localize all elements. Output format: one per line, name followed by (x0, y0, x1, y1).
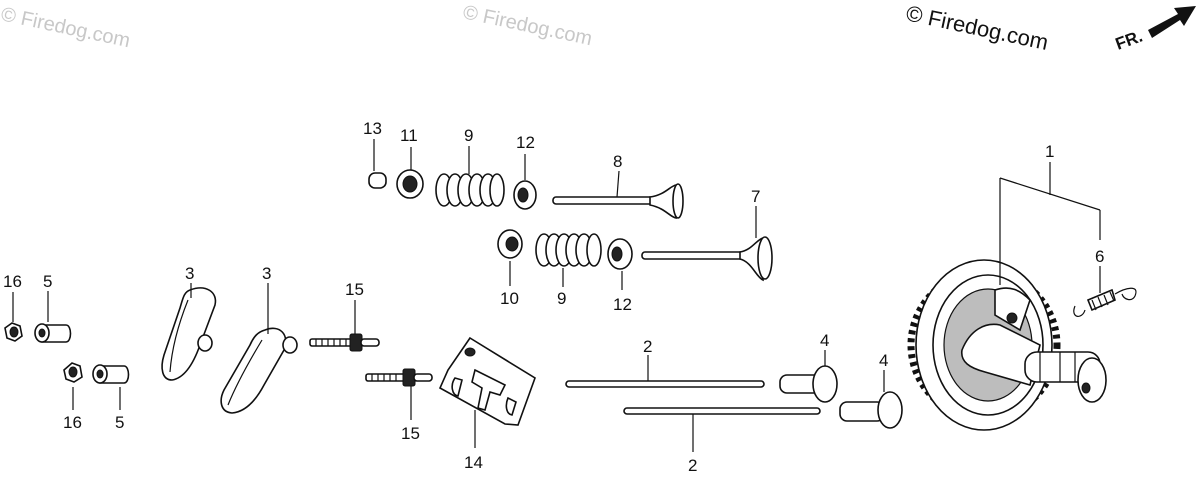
label-part-5-upper: 5 (43, 272, 52, 291)
part-9-valve-spring-lower (535, 233, 602, 267)
part-6-decompressor-spring (1073, 287, 1137, 317)
label-part-4-lower: 4 (879, 351, 888, 370)
label-part-15-upper: 15 (345, 280, 364, 299)
label-part-1: 1 (1045, 142, 1054, 161)
part-7-intake-valve (641, 236, 773, 282)
part-13-valve-cotter (368, 172, 387, 189)
label-part-8: 8 (613, 152, 622, 171)
label-part-13: 13 (363, 119, 382, 138)
label-part-16-upper: 16 (3, 272, 22, 291)
label-part-6: 6 (1095, 247, 1104, 266)
part-9-valve-spring-upper (435, 173, 505, 207)
label-part-2-lower: 2 (688, 456, 697, 475)
part-16-nut-upper (4, 322, 23, 342)
label-part-15-lower: 15 (401, 424, 420, 443)
watermark-left: © Firedog.com (0, 3, 132, 52)
label-part-9-lower: 9 (557, 289, 566, 308)
label-part-12-lower: 12 (613, 295, 632, 314)
part-16-nut-lower (63, 362, 83, 383)
front-label: FR. (1113, 27, 1145, 54)
part-11-spring-retainer (396, 169, 424, 199)
part-3-rocker-arm-right (220, 327, 298, 414)
part-4-tappet-lower (839, 391, 903, 429)
part-10-spring-retainer-lower (497, 229, 523, 259)
part-8-exhaust-valve (552, 183, 684, 219)
label-part-16-lower: 16 (63, 413, 82, 432)
part-2-push-rod-upper (565, 380, 765, 388)
part-12-spring-seat-upper (513, 180, 537, 210)
label-part-7: 7 (751, 187, 760, 206)
part-1-camshaft-gear (907, 259, 1107, 431)
watermark-right: © Firedog.com (904, 0, 1051, 55)
part-15-rocker-stud-upper (309, 333, 380, 352)
part-12-spring-seat-lower (607, 238, 633, 270)
part-14-guide-plate (438, 336, 536, 426)
label-part-12-upper: 12 (516, 133, 535, 152)
part-15-rocker-stud-lower (365, 368, 433, 387)
label-part-3-right: 3 (262, 264, 271, 283)
part-5-pivot-upper (34, 323, 72, 343)
label-part-2-upper: 2 (643, 337, 652, 356)
part-3-rocker-arm-left (161, 287, 217, 381)
front-arrow-icon (1148, 6, 1196, 38)
label-part-5-lower: 5 (115, 413, 124, 432)
label-part-3-left: 3 (185, 264, 194, 283)
part-5-pivot-lower (92, 364, 130, 384)
watermark-center: © Firedog.com (461, 1, 594, 50)
label-part-11: 11 (400, 126, 418, 145)
label-part-10: 10 (500, 289, 519, 308)
leader-lines (12, 139, 1101, 452)
label-part-9-upper: 9 (464, 126, 473, 145)
label-part-14: 14 (464, 453, 483, 472)
part-4-tappet-upper (779, 365, 838, 403)
callout-labels: 13 11 9 12 8 7 1 6 10 9 12 16 5 3 3 15 2… (3, 119, 1104, 475)
part-2-push-rod-lower (623, 407, 821, 415)
label-part-4-upper: 4 (820, 331, 829, 350)
